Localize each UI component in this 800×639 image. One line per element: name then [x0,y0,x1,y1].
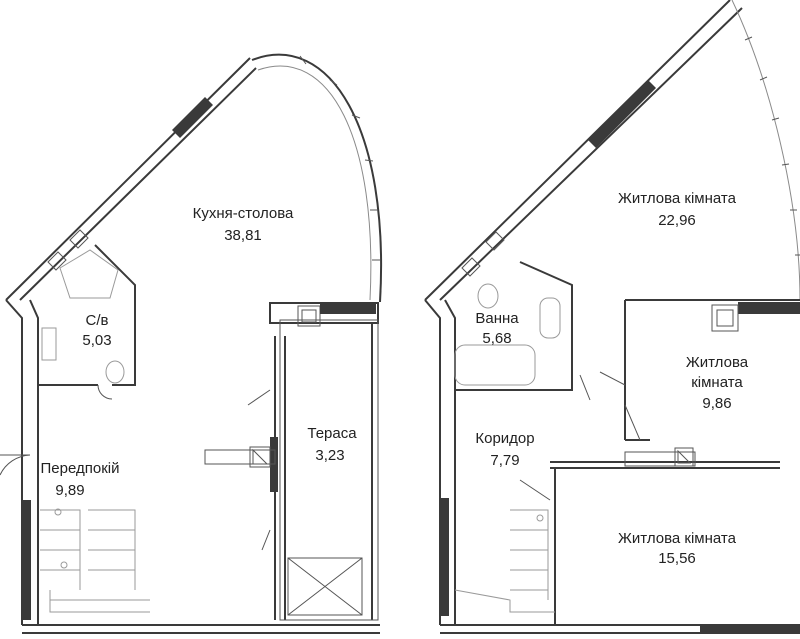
bathroom-outline [454,261,573,391]
sink [41,327,57,361]
left-bottom-wall [22,624,380,634]
left-stairs [40,508,150,613]
window-mark [588,80,656,148]
terrace-wall-mark [320,304,376,314]
left-curved-glass-wall [251,53,382,303]
window-mark [172,97,213,138]
room-name-living-bottom: Житлова кімната [618,530,737,547]
right-window-mark [440,498,449,616]
room-name-living-large: Житлова кімната [618,190,737,207]
room-name-bathroom: Ванна [475,310,519,327]
wc-room-outline [38,244,136,400]
entry-door [0,454,31,476]
inner-partition [519,374,780,625]
sink [539,297,561,339]
right-stairs [454,509,555,613]
left-diagonal-wall [5,57,257,301]
room-name-hallway: Передпокій [41,460,120,477]
bathtub [454,344,536,386]
room-area-kitchen: 38,81 [224,227,262,244]
room-area-terrace: 3,23 [315,447,344,464]
bottom-window-mark [700,624,800,633]
room-area-corridor: 7,79 [490,452,519,469]
room-name-living-medium-1: Житлова [686,354,749,371]
room-name-terrace: Тераса [307,425,357,442]
terrace-area [204,302,379,621]
left-window-mark [22,500,31,620]
terrace-hatch [287,557,363,616]
room-area-living-bottom: 15,56 [658,550,696,567]
column [297,305,321,327]
room-area-living-medium: 9,86 [702,395,731,412]
room-area-living-large: 22,96 [658,212,696,229]
room-name-kitchen: Кухня-столова [193,205,294,222]
room-name-wc: С/в [86,312,109,329]
room-area-bathroom: 5,68 [482,330,511,347]
room-area-wc: 5,03 [82,332,111,349]
room-name-living-medium-2: кімната [691,374,743,391]
toilet [105,360,125,384]
right-unit: Житлова кімната 22,96 Ванна 5,68 Житлова… [424,0,800,634]
room-name-corridor: Коридор [475,430,534,447]
bedroom-small-outline [599,299,800,441]
shower-tray [59,249,119,299]
left-unit: Кухня-столова 38,81 С/в 5,03 Передпокій … [0,53,382,634]
right-diagonal-wall [424,0,743,301]
room-area-hallway: 9,89 [55,482,84,499]
toilet [477,283,499,309]
right-curved-glass-wall [731,0,800,301]
